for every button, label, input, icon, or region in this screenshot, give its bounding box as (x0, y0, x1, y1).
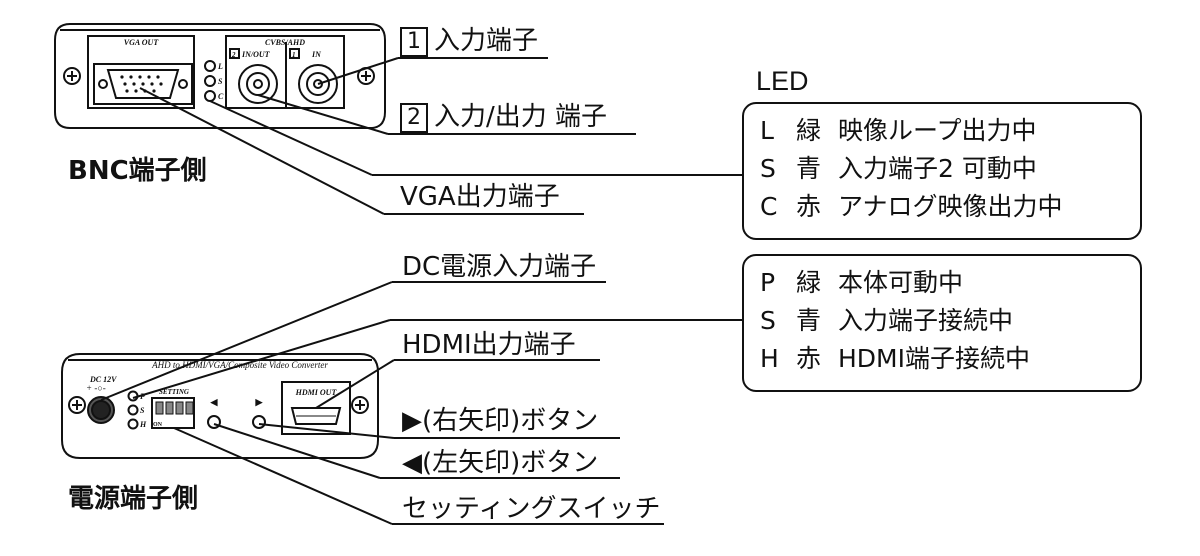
left-arrow-button-icon (207, 415, 221, 429)
hdmi-out-panel-label: HDMI OUT (295, 388, 338, 397)
dip-switch-icon (151, 397, 195, 429)
led-p-label: P (140, 392, 145, 401)
power-side-title: 電源端子側 (68, 484, 199, 514)
led-s-label: S (140, 406, 145, 415)
setting-panel-label: SETTING (159, 388, 189, 396)
port-2-mark: 2 (231, 51, 236, 59)
dip-on-label: ON (153, 422, 163, 428)
setting-switch-label: セッティングスイッチ (402, 494, 661, 524)
svg-text:+ -○-: + -○- (86, 383, 106, 393)
in-out-panel-label: IN/OUT (241, 50, 271, 59)
hdmi-port-icon (290, 407, 342, 425)
screw-icon (68, 396, 86, 414)
cvbs-ahd-panel-label: CVBS/AHD (265, 38, 305, 47)
right-arrow-button-label: ▶(右矢印)ボタン (402, 406, 599, 436)
vga-port-icon (106, 69, 180, 99)
input-terminal-label: 入力端子 (434, 26, 539, 56)
led-l-icon (204, 60, 216, 72)
led-s-icon (204, 75, 216, 87)
bnc-side-device (54, 23, 386, 129)
vga-output-terminal-label: VGA出力端子 (400, 182, 560, 212)
bnc-connector-1-icon (298, 64, 338, 104)
bnc-leader-lines (139, 57, 742, 215)
power-side-device (61, 353, 379, 459)
led-h-icon (127, 418, 139, 430)
led-title: LED (756, 66, 809, 96)
led-h-label: H (139, 420, 147, 429)
bnc-side-title: BNC端子側 (68, 156, 207, 186)
in-panel-label: IN (311, 50, 322, 59)
callout-number-1: 1 (400, 26, 428, 57)
input-output-terminal-label: 入力/出力 端子 (434, 102, 608, 132)
right-arrow-button-icon (252, 415, 266, 429)
callout-number-2: 2 (400, 102, 428, 133)
bnc-connector-2-icon (238, 64, 278, 104)
vga-out-panel-label: VGA OUT (124, 38, 160, 47)
led-s-icon (127, 404, 139, 416)
screw-icon (351, 396, 369, 414)
dc-12v-label: DC 12V (89, 375, 117, 384)
led-c-label: C (218, 92, 224, 101)
dc-power-input-label: DC電源入力端子 (402, 252, 597, 282)
screw-icon (63, 67, 81, 85)
led-l-label: L (217, 62, 223, 71)
left-arrow-mark: ◀ (210, 397, 219, 407)
left-arrow-button-label: ◀(左矢印)ボタン (402, 448, 599, 478)
led-s-label: S (218, 77, 223, 86)
hdmi-output-terminal-label: HDMI出力端子 (402, 330, 576, 360)
port-1-mark: 1 (292, 51, 296, 59)
power-leader-lines (100, 281, 742, 525)
right-arrow-mark: ▶ (255, 397, 264, 407)
